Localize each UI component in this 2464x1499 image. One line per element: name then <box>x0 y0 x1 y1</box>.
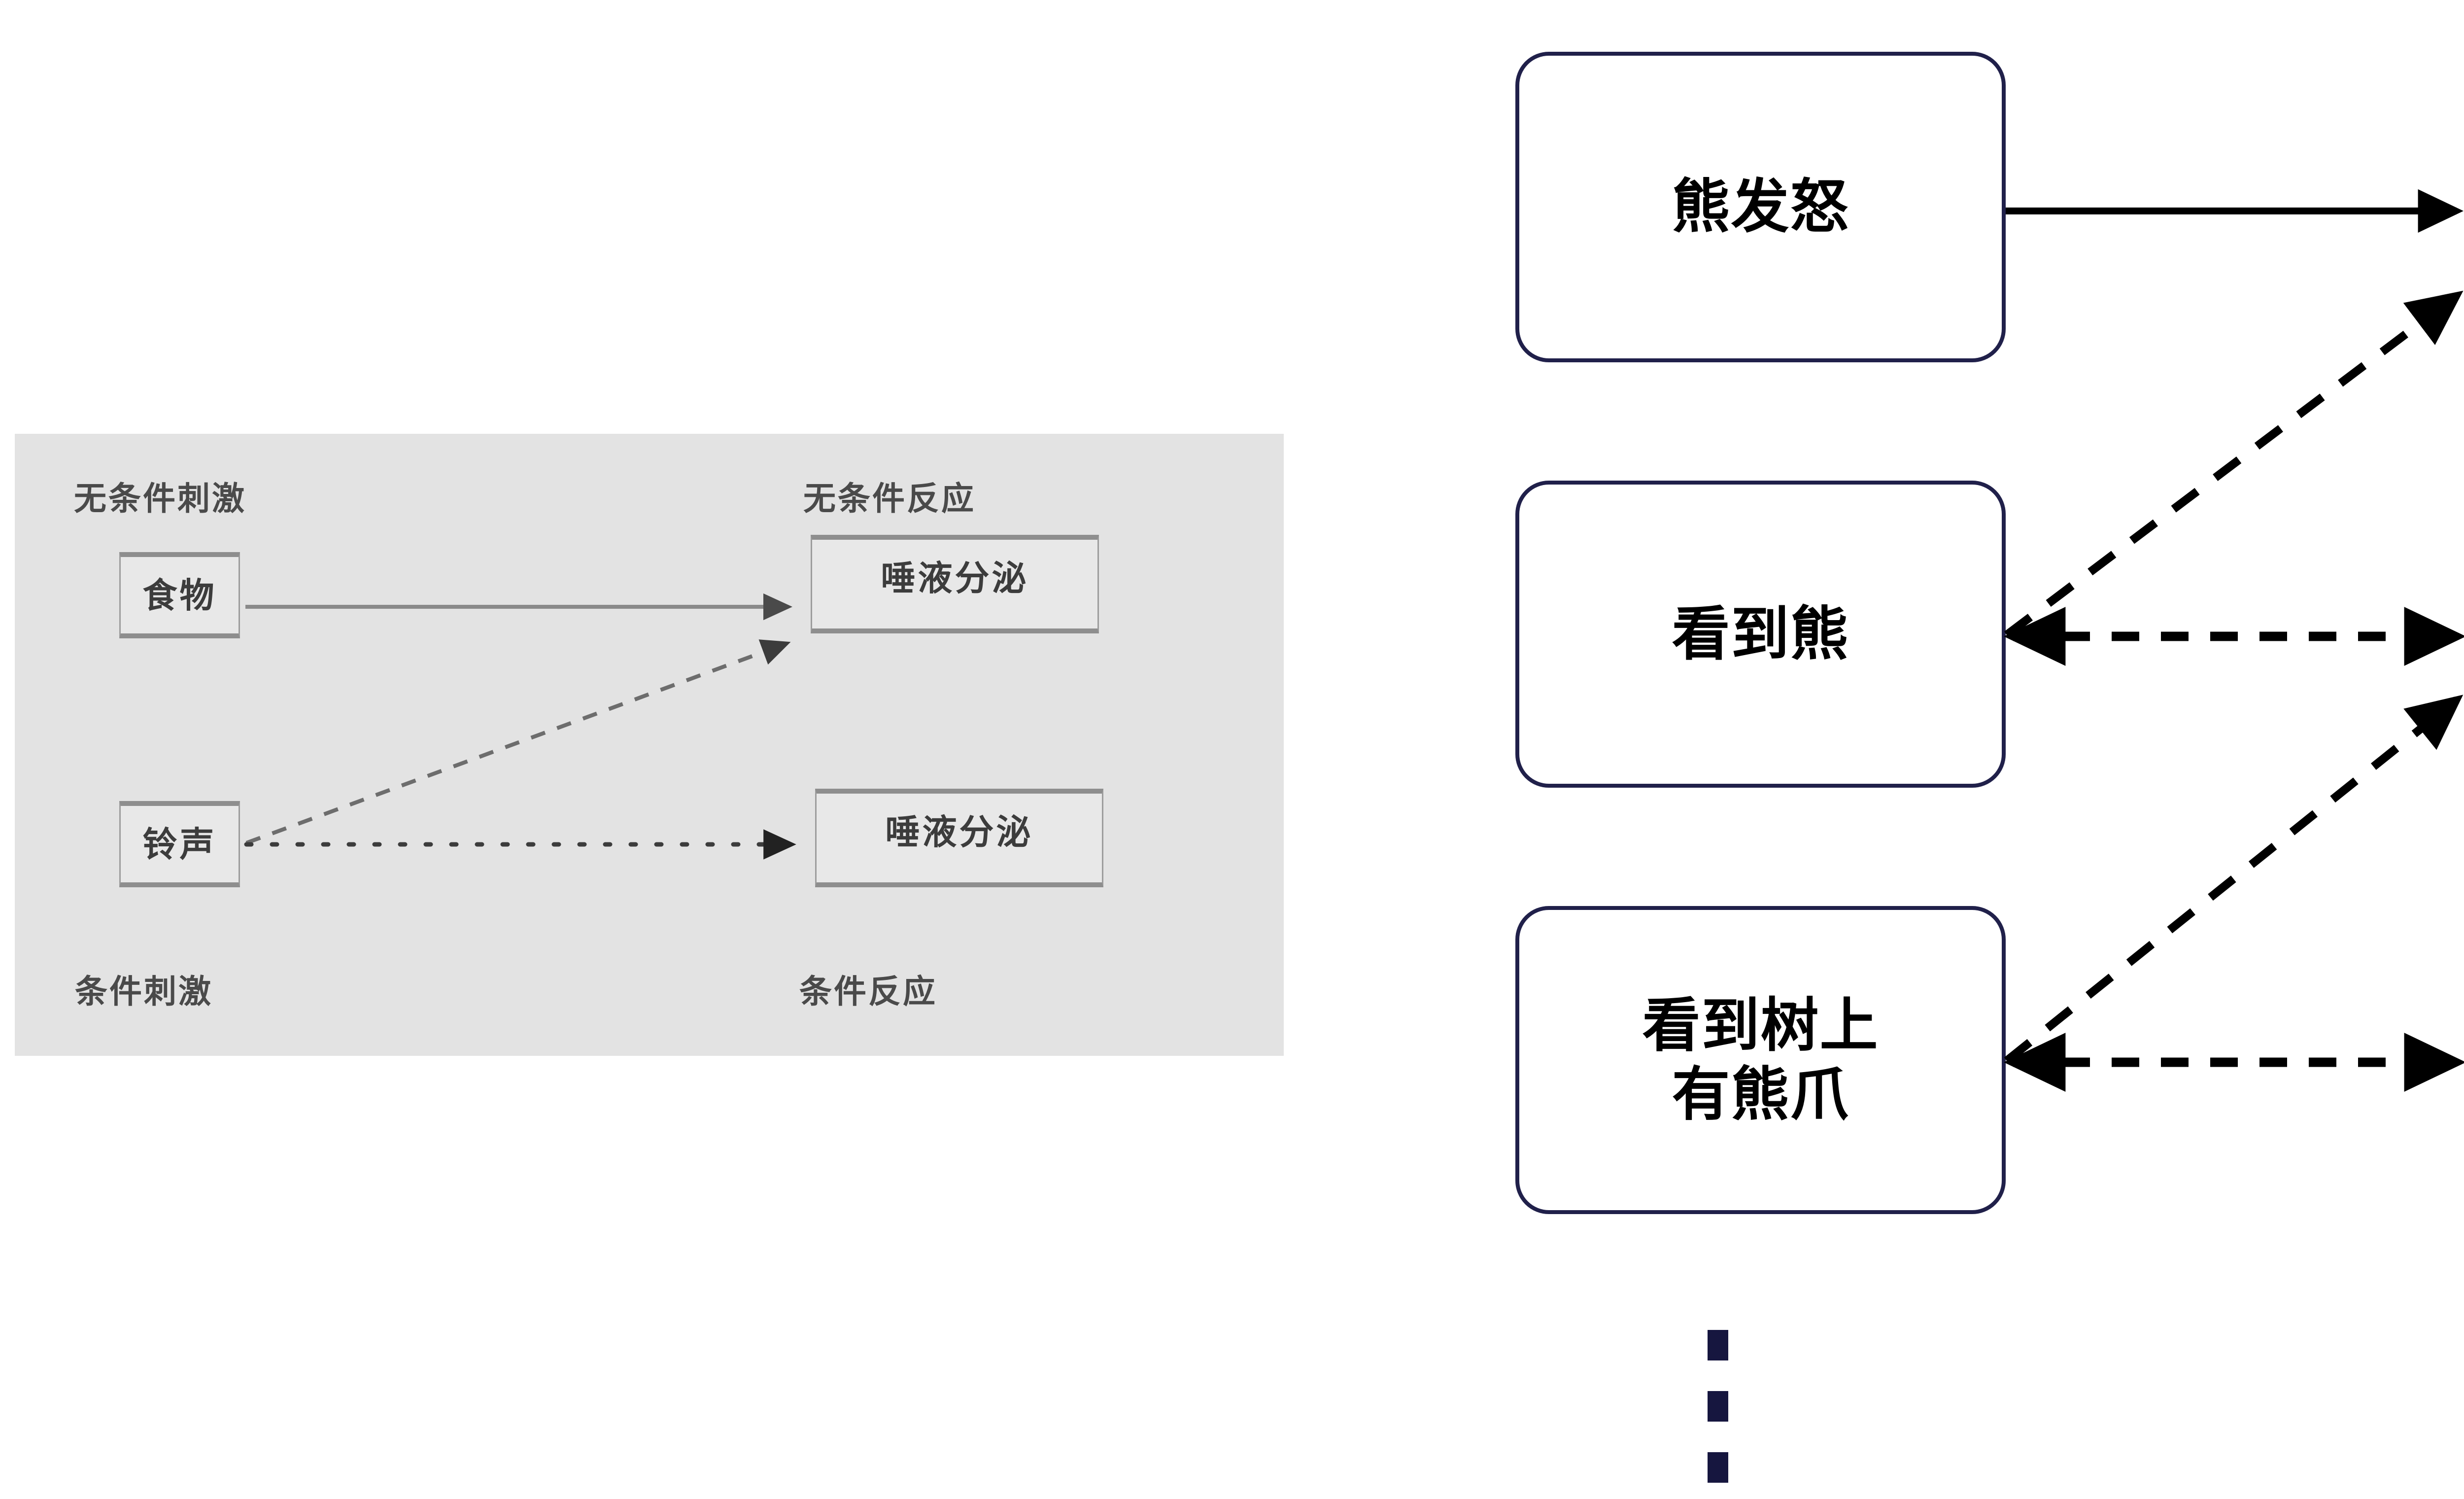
ellipsis-dot-left-2 <box>1708 1391 1728 1422</box>
conditioned-response-caption: 条件反应 <box>799 973 937 1011</box>
food-box: 食物 <box>119 552 240 638</box>
ellipsis-dot-left-3 <box>1708 1452 1728 1483</box>
box-see-bear-label: 看到熊 <box>1672 599 1849 668</box>
salivation-box-top-label: 唾液分泌 <box>881 558 1029 598</box>
arrow-claw-marks-to-v-s-prime <box>2004 695 2464 1064</box>
conditioned-stimulus-caption: 条件刺激 <box>75 973 213 1011</box>
salivation-box-top: 唾液分泌 <box>811 535 1099 633</box>
box-bear-angry-label: 熊发怒 <box>1672 173 1849 241</box>
box-claw-marks-label: 看到树上 有熊爪 <box>1642 991 1879 1128</box>
salivation-box-bottom-label: 唾液分泌 <box>885 812 1033 852</box>
arrow-bell-to-salivation-top <box>245 639 791 845</box>
unconditioned-stimulus-caption: 无条件刺激 <box>74 480 246 518</box>
bell-box-label: 铃声 <box>142 824 217 865</box>
unconditioned-response-caption: 无条件反应 <box>803 480 976 518</box>
arrow-see-bear-to-reward <box>2004 290 2464 638</box>
bell-box: 铃声 <box>119 801 240 887</box>
box-claw-marks[interactable]: 看到树上 有熊爪 <box>1515 906 2006 1214</box>
ellipsis-dot-left-1 <box>1708 1330 1728 1360</box>
classical-conditioning-panel: 无条件刺激 无条件反应 条件刺激 条件反应 食物 铃声 唾液分泌 唾液分泌 <box>15 434 1284 1056</box>
rl-value-diagram: 熊发怒 看到熊 看到树上 有熊爪 奖励 V(s′) V(s) <box>1454 0 2464 1499</box>
food-box-label: 食物 <box>142 575 217 616</box>
box-see-bear[interactable]: 看到熊 <box>1515 481 2006 788</box>
conditioning-arrows-layer <box>244 593 796 860</box>
box-bear-angry[interactable]: 熊发怒 <box>1515 52 2006 362</box>
salivation-box-bottom: 唾液分泌 <box>815 789 1103 887</box>
